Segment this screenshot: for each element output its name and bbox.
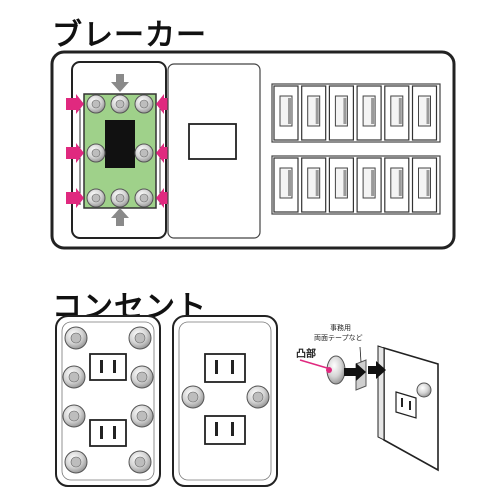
branch-breaker-switch	[356, 157, 382, 213]
convex-marker	[326, 367, 332, 373]
breaker-panel	[50, 50, 456, 250]
suction-cup	[110, 188, 130, 208]
suction-cup	[86, 143, 106, 163]
breaker-lever-shade	[315, 170, 319, 196]
arrow-down-icon	[111, 74, 129, 92]
breaker-lever-shade	[371, 170, 375, 196]
breaker-heading: ブレーカー	[52, 18, 207, 53]
breaker-lever-shade	[398, 170, 402, 196]
middle-window	[188, 123, 237, 160]
suction-cup	[134, 188, 154, 208]
suction-cup	[86, 188, 106, 208]
green-mounting-board	[83, 93, 157, 209]
tape-label-line1: 事務用	[330, 323, 351, 332]
arrow-up-icon	[111, 208, 129, 226]
breaker-lever-shade	[426, 170, 430, 196]
breaker-lever-shade	[398, 98, 402, 124]
breaker-lever-shade	[426, 98, 430, 124]
arrow-right-icon	[66, 143, 84, 163]
suction-cup	[110, 94, 130, 114]
socket	[204, 415, 246, 445]
breaker-lever-shade	[288, 170, 291, 196]
breaker-lever-shade	[288, 98, 291, 124]
arrow-right-icon	[66, 188, 84, 208]
socket	[204, 353, 246, 383]
gray-arrows	[111, 74, 129, 226]
arrow-right-icon	[344, 363, 366, 381]
branch-switch-grid	[273, 85, 438, 213]
breaker-lever-shade	[315, 98, 319, 124]
outlet-plate-middle	[172, 315, 278, 487]
breaker-lever-shade	[343, 170, 347, 196]
suction-cup	[134, 94, 154, 114]
outlet-plate-left	[55, 315, 161, 487]
convex-part-label: 凸部	[296, 347, 316, 360]
socket	[89, 419, 127, 447]
tape-label-line2: 両面テープなど	[314, 334, 363, 342]
arrow-right-icon	[368, 361, 386, 379]
breaker-lever-shade	[371, 98, 375, 124]
board-center-switch	[105, 120, 135, 168]
socket	[89, 353, 127, 381]
suction-cup	[134, 143, 154, 163]
suction-cup	[86, 94, 106, 114]
breaker-lever-shade	[343, 98, 347, 124]
mounting-diagram: 事務用 両面テープなど 凸部	[296, 323, 439, 472]
socket	[395, 391, 417, 419]
arrow-right-icon	[66, 94, 84, 114]
